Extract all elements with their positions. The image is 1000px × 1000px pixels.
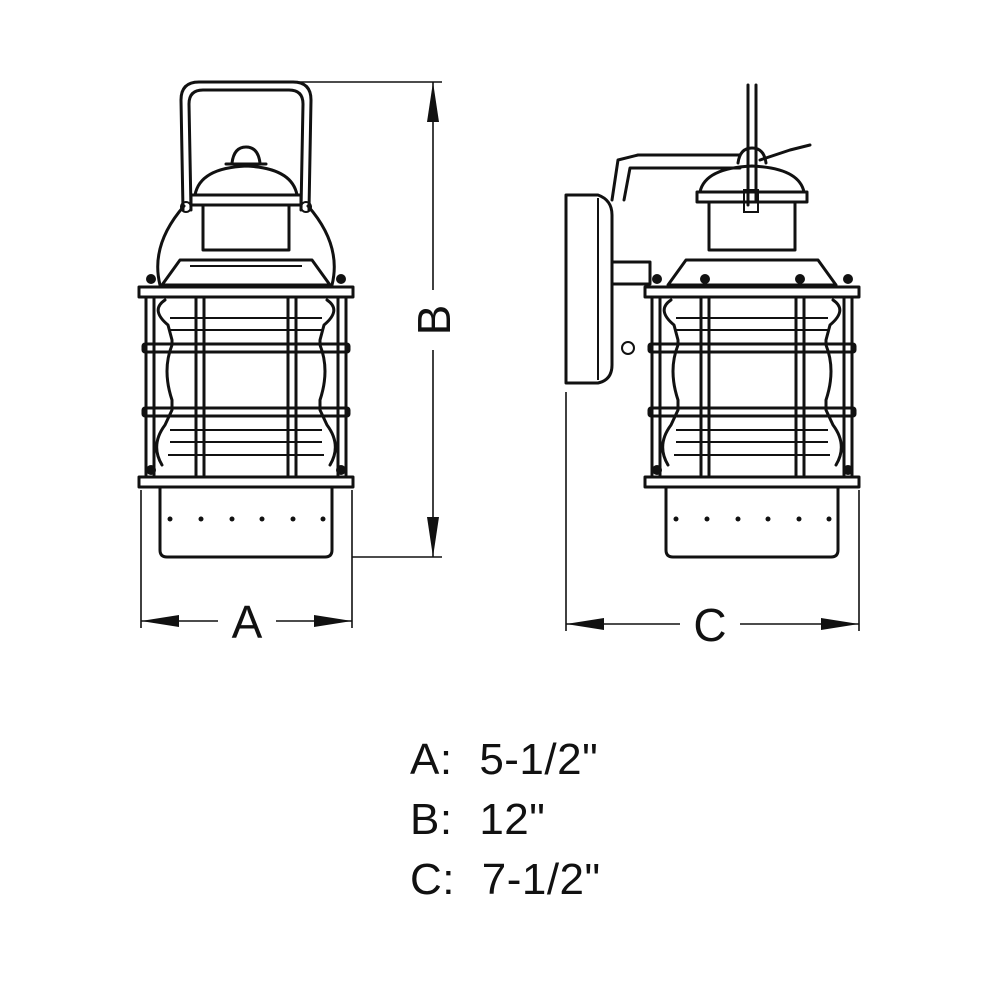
side-base-vent-holes (673, 516, 832, 522)
legend-key-c: C: (410, 855, 455, 904)
dimension-b-label: B (408, 305, 460, 336)
legend-value-b: 12" (479, 795, 546, 844)
side-view-lantern (564, 83, 861, 559)
dimension-c: C (565, 392, 860, 651)
dimension-b: B (296, 81, 460, 558)
dimension-a: A (140, 490, 353, 648)
dimension-a-label: A (232, 596, 263, 648)
legend-row-a: A: 5-1/2" (410, 730, 601, 790)
front-view-lantern (137, 80, 355, 559)
base-vent-holes (167, 516, 326, 522)
dimension-legend: A: 5-1/2" B: 12" C: 7-1/2" (410, 730, 601, 910)
legend-key-b: B: (410, 795, 453, 844)
legend-key-a: A: (410, 735, 453, 784)
legend-value-c: 7-1/2" (481, 855, 601, 904)
legend-value-a: 5-1/2" (479, 735, 599, 784)
dimension-c-label: C (693, 599, 726, 651)
legend-row-c: C: 7-1/2" (410, 850, 601, 910)
legend-row-b: B: 12" (410, 790, 601, 850)
